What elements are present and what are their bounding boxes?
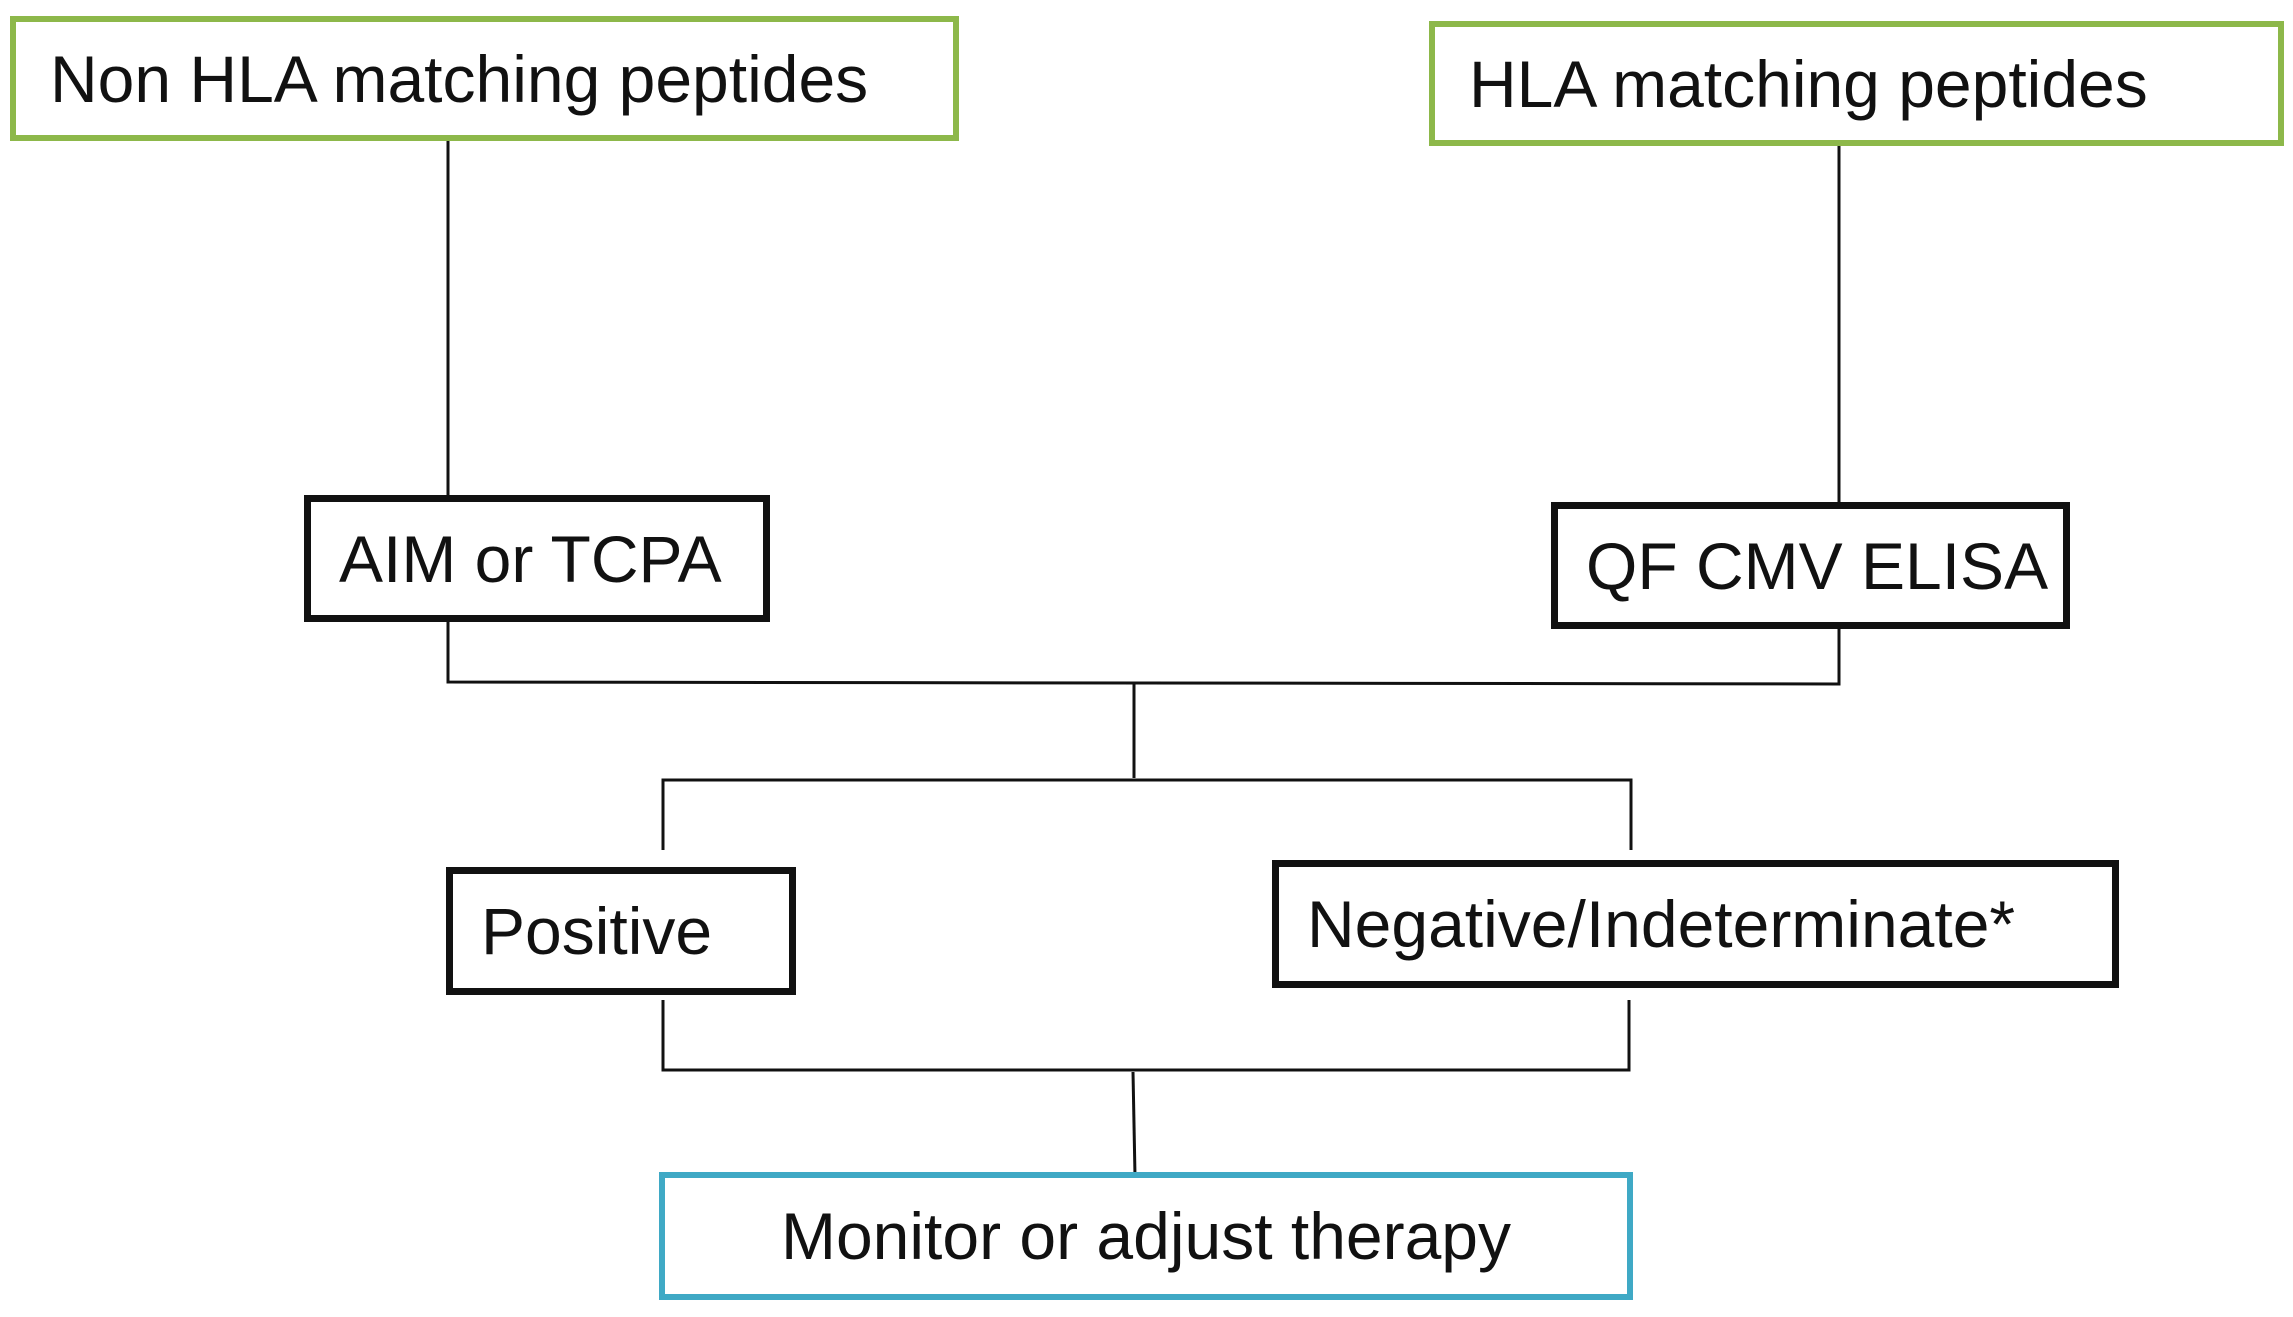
negative-indeterminate-box: Negative/Indeterminate* xyxy=(1272,860,2119,988)
hla-matching-peptides-box: HLA matching peptides xyxy=(1429,21,2284,146)
qf-cmv-elisa-label: QF CMV ELISA xyxy=(1586,528,2049,603)
connector-tests-merge xyxy=(446,620,1841,686)
connector-results-merge xyxy=(661,1000,1631,1072)
non-hla-matching-peptides-box: Non HLA matching peptides xyxy=(10,16,959,141)
monitor-or-adjust-therapy-label: Monitor or adjust therapy xyxy=(780,1199,1512,1273)
positive-label: Positive xyxy=(481,894,713,968)
qf-cmv-elisa-box: QF CMV ELISA xyxy=(1551,502,2070,629)
positive-box: Positive xyxy=(446,867,796,995)
connector-to-monitor xyxy=(1131,1071,1137,1177)
negative-indeterminate-label: Negative/Indeterminate* xyxy=(1307,887,2016,961)
monitor-or-adjust-therapy-box: Monitor or adjust therapy xyxy=(659,1172,1633,1300)
hla-matching-peptides-label: HLA matching peptides xyxy=(1469,46,2148,121)
aim-or-tcpa-label: AIM or TCPA xyxy=(339,521,722,596)
connector-result-split xyxy=(661,778,1633,850)
aim-or-tcpa-box: AIM or TCPA xyxy=(304,495,770,622)
non-hla-matching-peptides-label: Non HLA matching peptides xyxy=(50,41,869,116)
